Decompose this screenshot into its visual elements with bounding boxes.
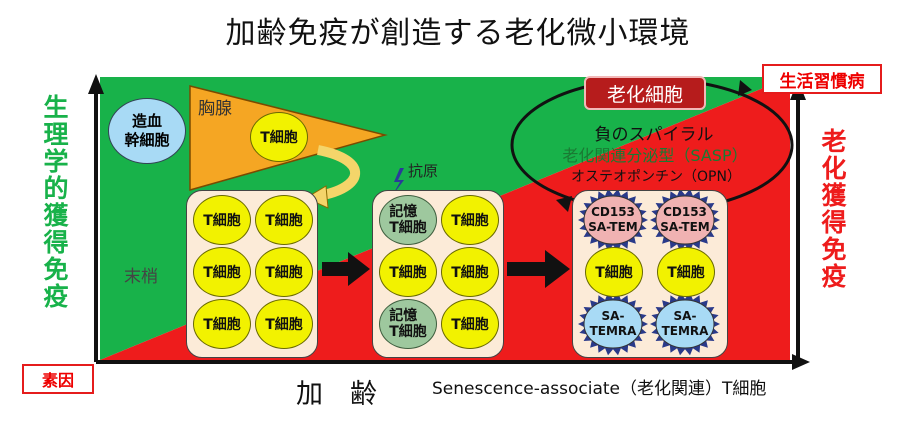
t-cell: T細胞 [193,247,251,297]
t-cell: T細胞 [193,195,251,245]
right-axis-label: 老化獲得免疫 [818,128,847,290]
memory-t-cell: 記憶 T細胞 [379,195,437,245]
temra-cell-body [583,299,643,349]
cd153-sa-tem-cell: CD153 SA-TEM [660,205,710,234]
t-cell: T細胞 [193,299,251,349]
t-cell: T細胞 [441,299,499,349]
senescent-cell-box: 老化細胞 [584,76,706,110]
hsc-cell: 造血 幹細胞 [108,98,186,164]
antigen-label: 抗原 [408,162,439,180]
cd153-sa-tem-cell: CD153 SA-TEM [588,205,638,234]
t-cell: T細胞 [441,247,499,297]
sa-temra-cell: SA- TEMRA [661,309,709,338]
t-cell: T細胞 [585,247,643,297]
t-cell-group-memory: 記憶 T細胞 T細胞 T細胞 T細胞 記憶 T細胞 T細胞 [372,190,504,358]
sasp-label: 老化関連分泌型（SASP） [562,146,748,165]
left-axis-label: 生理学的獲得免疫 [40,94,69,310]
sa-temra-cell: SA- TEMRA [589,309,637,338]
predisposition-box: 素因 [22,364,94,394]
t-cell: T細胞 [379,247,437,297]
spiky-cell-shapes [578,191,720,356]
cd153-cell-body [655,195,715,245]
t-cell: T細胞 [255,195,313,245]
t-cell: T細胞 [657,247,715,297]
t-cell: T細胞 [255,247,313,297]
thymus-label: 胸腺 [198,99,232,119]
opn-label: オステオポンチン（OPN） [571,169,741,185]
t-cell-group-senescent: T細胞 T細胞 CD153 SA-TEM CD153 SA-TEM SA- TE… [572,190,728,358]
thymus-t-cell: T細胞 [250,112,308,162]
t-cell-group-young: T細胞 T細胞 T細胞 T細胞 T細胞 T細胞 [186,190,318,358]
periphery-label: 末梢 [124,267,158,287]
memory-t-cell: 記憶 T細胞 [379,299,437,349]
x-axis-sub-label: Senescence-associate（老化関連）T細胞 [432,379,767,399]
temra-cell-body [655,299,715,349]
page-title: 加齢免疫が創造する老化微小環境 [225,16,691,51]
cd153-cell-body [583,195,643,245]
lifestyle-disease-box: 生活習慣病 [762,64,882,94]
x-axis-main-label: 加 齢 [296,379,377,410]
spiral-label: 負のスパイラル [594,125,714,145]
t-cell: T細胞 [441,195,499,245]
t-cell: T細胞 [255,299,313,349]
